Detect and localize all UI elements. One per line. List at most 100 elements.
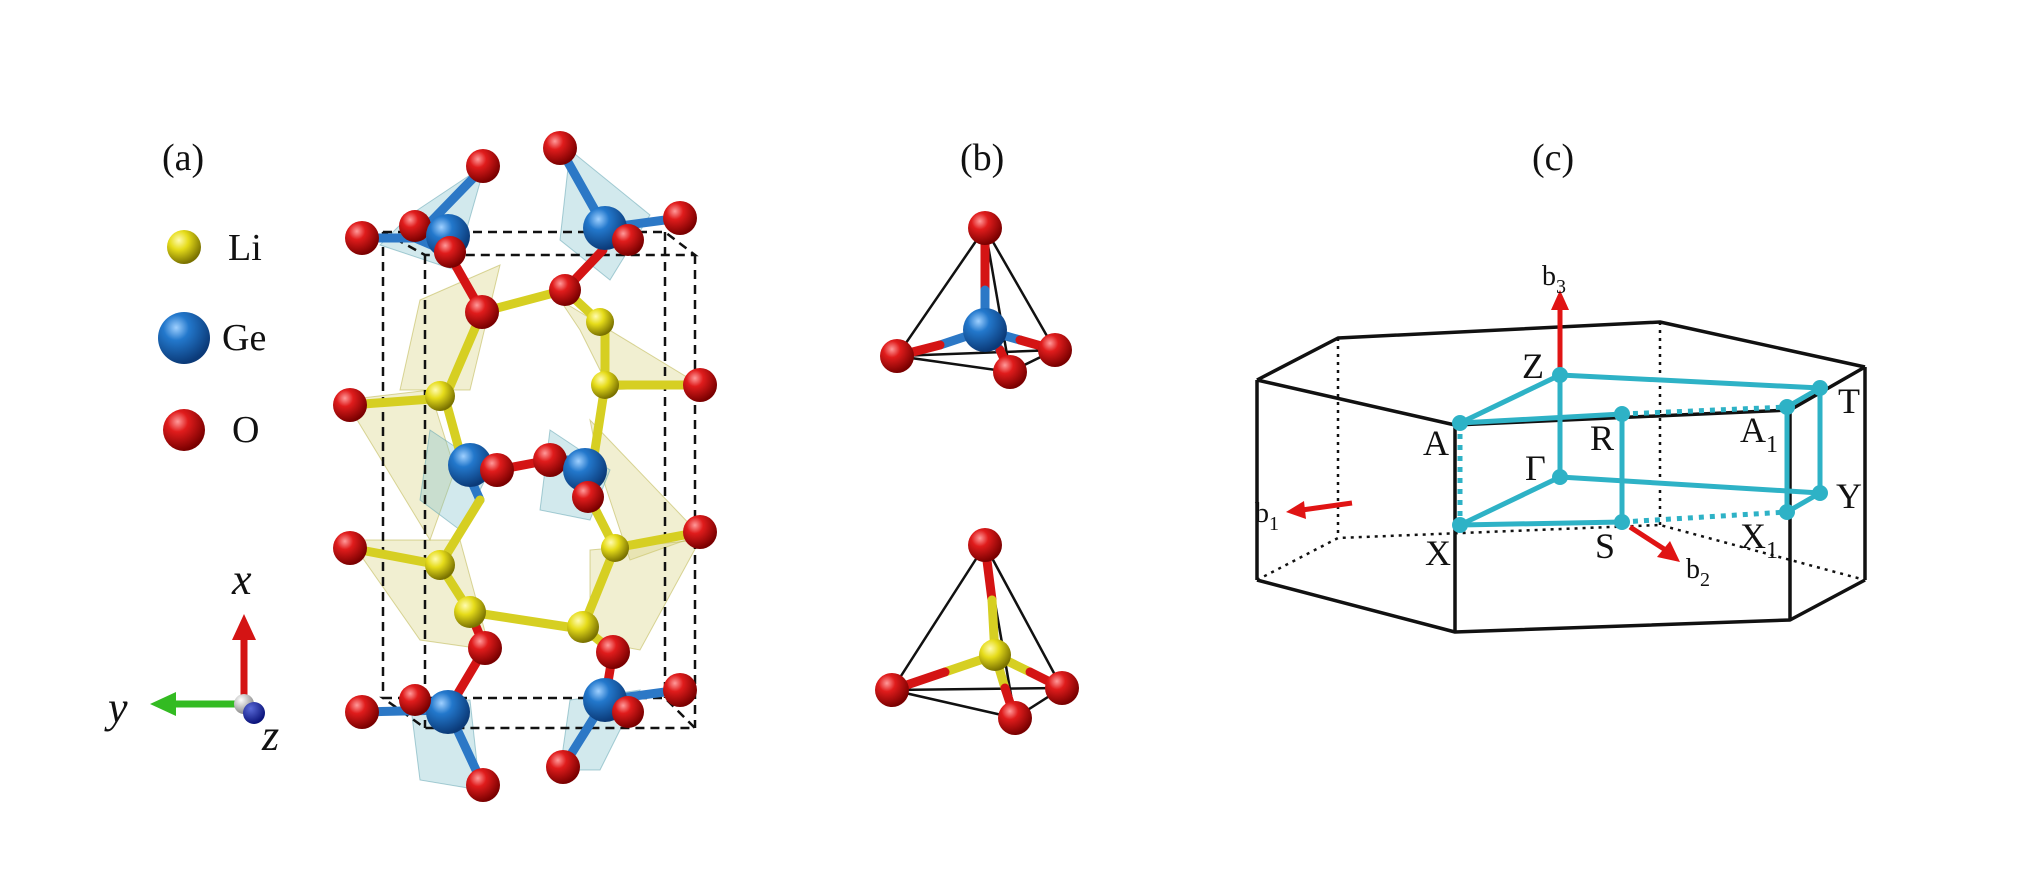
li-atom <box>979 639 1011 671</box>
o-atom <box>1038 333 1072 367</box>
o-atom <box>880 339 914 373</box>
legend-li: Li <box>167 227 262 269</box>
kpoint-gamma <box>1552 469 1568 485</box>
unit-cell <box>379 230 699 730</box>
lio4-tetrahedron <box>875 528 1079 735</box>
o-atom <box>533 443 567 477</box>
o-atom <box>968 528 1002 562</box>
o-atom <box>875 673 909 707</box>
geo4-tetrahedron <box>880 211 1072 389</box>
o-atom <box>549 274 581 306</box>
x-axis-arrowhead <box>232 614 256 640</box>
bz-bottom-front <box>1256 578 1866 634</box>
y-axis-arrowhead <box>150 692 176 716</box>
kpoint-a1-label: A1 <box>1740 410 1778 458</box>
k-path-segment <box>1459 411 1623 426</box>
o-atom <box>543 131 577 165</box>
kpoint-y-label: Y <box>1836 476 1862 516</box>
ge-atom-icon <box>158 312 210 364</box>
kpoint-r-label: R <box>1590 418 1614 458</box>
k-path <box>1457 372 1823 528</box>
bond <box>465 607 573 632</box>
o-atom <box>399 210 431 242</box>
kpoint-s <box>1614 514 1630 530</box>
k-path-segment <box>1458 372 1562 426</box>
axes-indicator: x y z <box>104 555 279 760</box>
panel-a: (a) Li Ge O x y z <box>104 131 717 802</box>
k-path-segment <box>1559 372 1821 391</box>
kpoint-x <box>1452 517 1468 533</box>
ge-atom <box>448 443 492 487</box>
o-atom <box>399 684 431 716</box>
o-atom <box>333 388 367 422</box>
k-point-labels: Z A R Γ A1 T Y X S X1 <box>1423 346 1862 573</box>
legend-li-label: Li <box>228 227 262 269</box>
li-atom <box>601 534 629 562</box>
o-atom <box>663 201 697 235</box>
o-atom <box>993 355 1027 389</box>
b3-arrowhead <box>1551 290 1569 310</box>
b2-label: b2 <box>1686 554 1710 591</box>
o-atom <box>465 295 499 329</box>
kpoint-s-label: S <box>1595 526 1615 566</box>
unit-cell-bottom <box>379 696 699 730</box>
kpoint-t-label: T <box>1838 381 1860 421</box>
kpoint-a <box>1452 415 1468 431</box>
b1-arrowhead <box>1286 501 1306 519</box>
z-axis-dot <box>243 702 265 724</box>
panel-c-label: (c) <box>1532 137 1574 179</box>
panel-b: (b) <box>875 137 1079 735</box>
panel-b-label: (b) <box>960 137 1004 179</box>
crystal-structure <box>333 131 717 802</box>
li-atom <box>567 611 599 643</box>
li-atom <box>591 371 619 399</box>
o-atom <box>434 236 466 268</box>
bz-top-back <box>1256 320 1866 382</box>
tetrahedron-edge <box>891 686 1063 692</box>
li-atom <box>454 596 486 628</box>
o-atom <box>468 631 502 665</box>
tetrahedron-edges <box>889 544 1064 720</box>
ge-atom <box>426 690 470 734</box>
li-atom <box>425 381 455 411</box>
b1-label: b1 <box>1255 498 1279 535</box>
kpoint-gamma-label: Γ <box>1525 448 1546 488</box>
legend-ge: Ge <box>158 312 266 364</box>
kpoint-x-label: X <box>1425 533 1451 573</box>
kpoint-r <box>1614 406 1630 422</box>
o-atom <box>1045 671 1079 705</box>
li-atom <box>586 308 614 336</box>
o-atom <box>612 224 644 256</box>
o-atom <box>663 673 697 707</box>
li-tetrahedron <box>559 299 702 391</box>
o-atom <box>480 453 514 487</box>
b1-vector <box>1301 500 1353 513</box>
b3-label: b3 <box>1542 261 1566 298</box>
o-atom <box>466 149 500 183</box>
ge-atom <box>963 308 1007 352</box>
li-atom <box>425 550 455 580</box>
kpoint-y <box>1812 485 1828 501</box>
kpoint-z <box>1552 367 1568 383</box>
o-atom <box>333 531 367 565</box>
kpoint-t <box>1812 380 1828 396</box>
b2-arrowhead <box>1657 541 1680 562</box>
kpoint-z-label: Z <box>1522 346 1544 386</box>
reciprocal-vectors: b3 b2 b1 <box>1255 261 1710 591</box>
ge-atom <box>563 448 607 492</box>
b2-vector <box>1628 524 1666 552</box>
o-atom <box>968 211 1002 245</box>
z-axis-label: z <box>261 711 279 760</box>
k-path-segment <box>1458 474 1562 528</box>
o-atom <box>998 701 1032 735</box>
legend-o-label: O <box>232 409 259 451</box>
o-atom <box>572 481 604 513</box>
o-atom <box>612 696 644 728</box>
o-atom <box>683 368 717 402</box>
panel-a-label: (a) <box>162 137 204 179</box>
o-atom <box>345 695 379 729</box>
k-points <box>1452 367 1828 533</box>
o-atom <box>683 515 717 549</box>
o-atom <box>466 768 500 802</box>
